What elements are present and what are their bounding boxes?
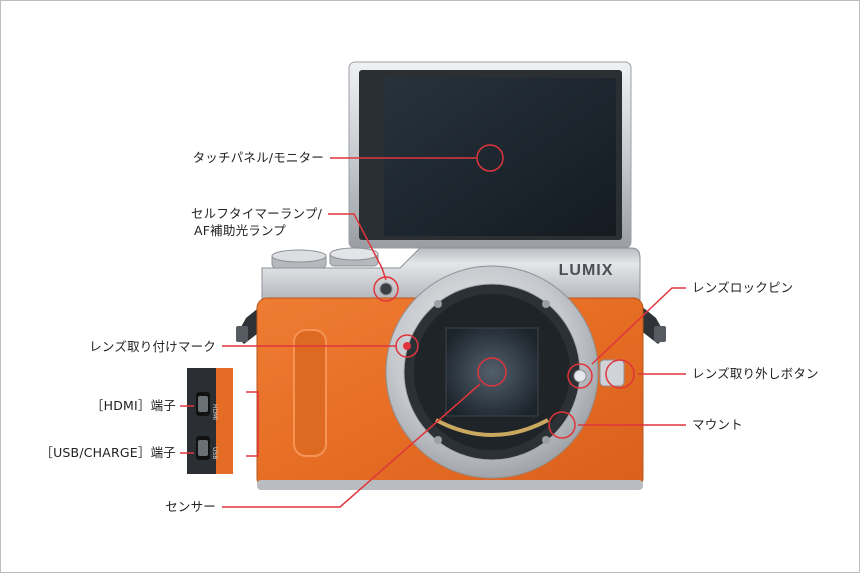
label-self-timer-2: AF補助光ランプ	[194, 223, 286, 238]
mount-contacts	[435, 418, 549, 437]
bottom-plate	[257, 480, 643, 490]
front-grip	[293, 329, 327, 457]
lens-mount	[385, 265, 599, 479]
line-self-timer	[328, 213, 387, 281]
lens-mount-mark	[403, 342, 411, 350]
hdmi-port-text: HDMI	[211, 404, 218, 420]
usb-port	[198, 440, 208, 456]
usb-port-text: USB	[211, 447, 218, 459]
hdmi-port	[198, 396, 208, 412]
port-inset: HDMI USB	[187, 368, 233, 474]
label-lens-mount-mark: レンズ取り付けマーク	[89, 339, 216, 354]
callout-lines	[180, 144, 686, 508]
label-lens-lock-pin: レンズロックピン	[692, 280, 794, 295]
line-lens-lock-pin	[591, 287, 686, 365]
top-dials	[271, 247, 379, 269]
label-hdmi-port: ［HDMI］端子	[90, 398, 176, 413]
lumix-logo: LUMIX	[559, 262, 614, 279]
lens-release-button	[599, 359, 625, 387]
strap-lugs	[236, 305, 666, 344]
image-sensor	[445, 327, 539, 417]
label-self-timer-1: セルフタイマーランプ/	[190, 206, 322, 221]
label-mount: マウント	[692, 417, 743, 432]
lens-lock-pin	[573, 369, 587, 383]
self-timer-lamp	[379, 282, 393, 296]
line-sensor	[222, 383, 481, 508]
label-usb-port: ［USB/CHARGE］端子	[40, 445, 176, 460]
label-lens-release-button: レンズ取り外しボタン	[692, 366, 819, 381]
touch-panel-monitor	[348, 61, 632, 249]
port-bracket	[246, 391, 259, 457]
monitor-screen	[384, 78, 616, 236]
label-sensor: センサー	[165, 499, 216, 514]
label-touch-panel: タッチパネル/モニター	[192, 150, 324, 165]
